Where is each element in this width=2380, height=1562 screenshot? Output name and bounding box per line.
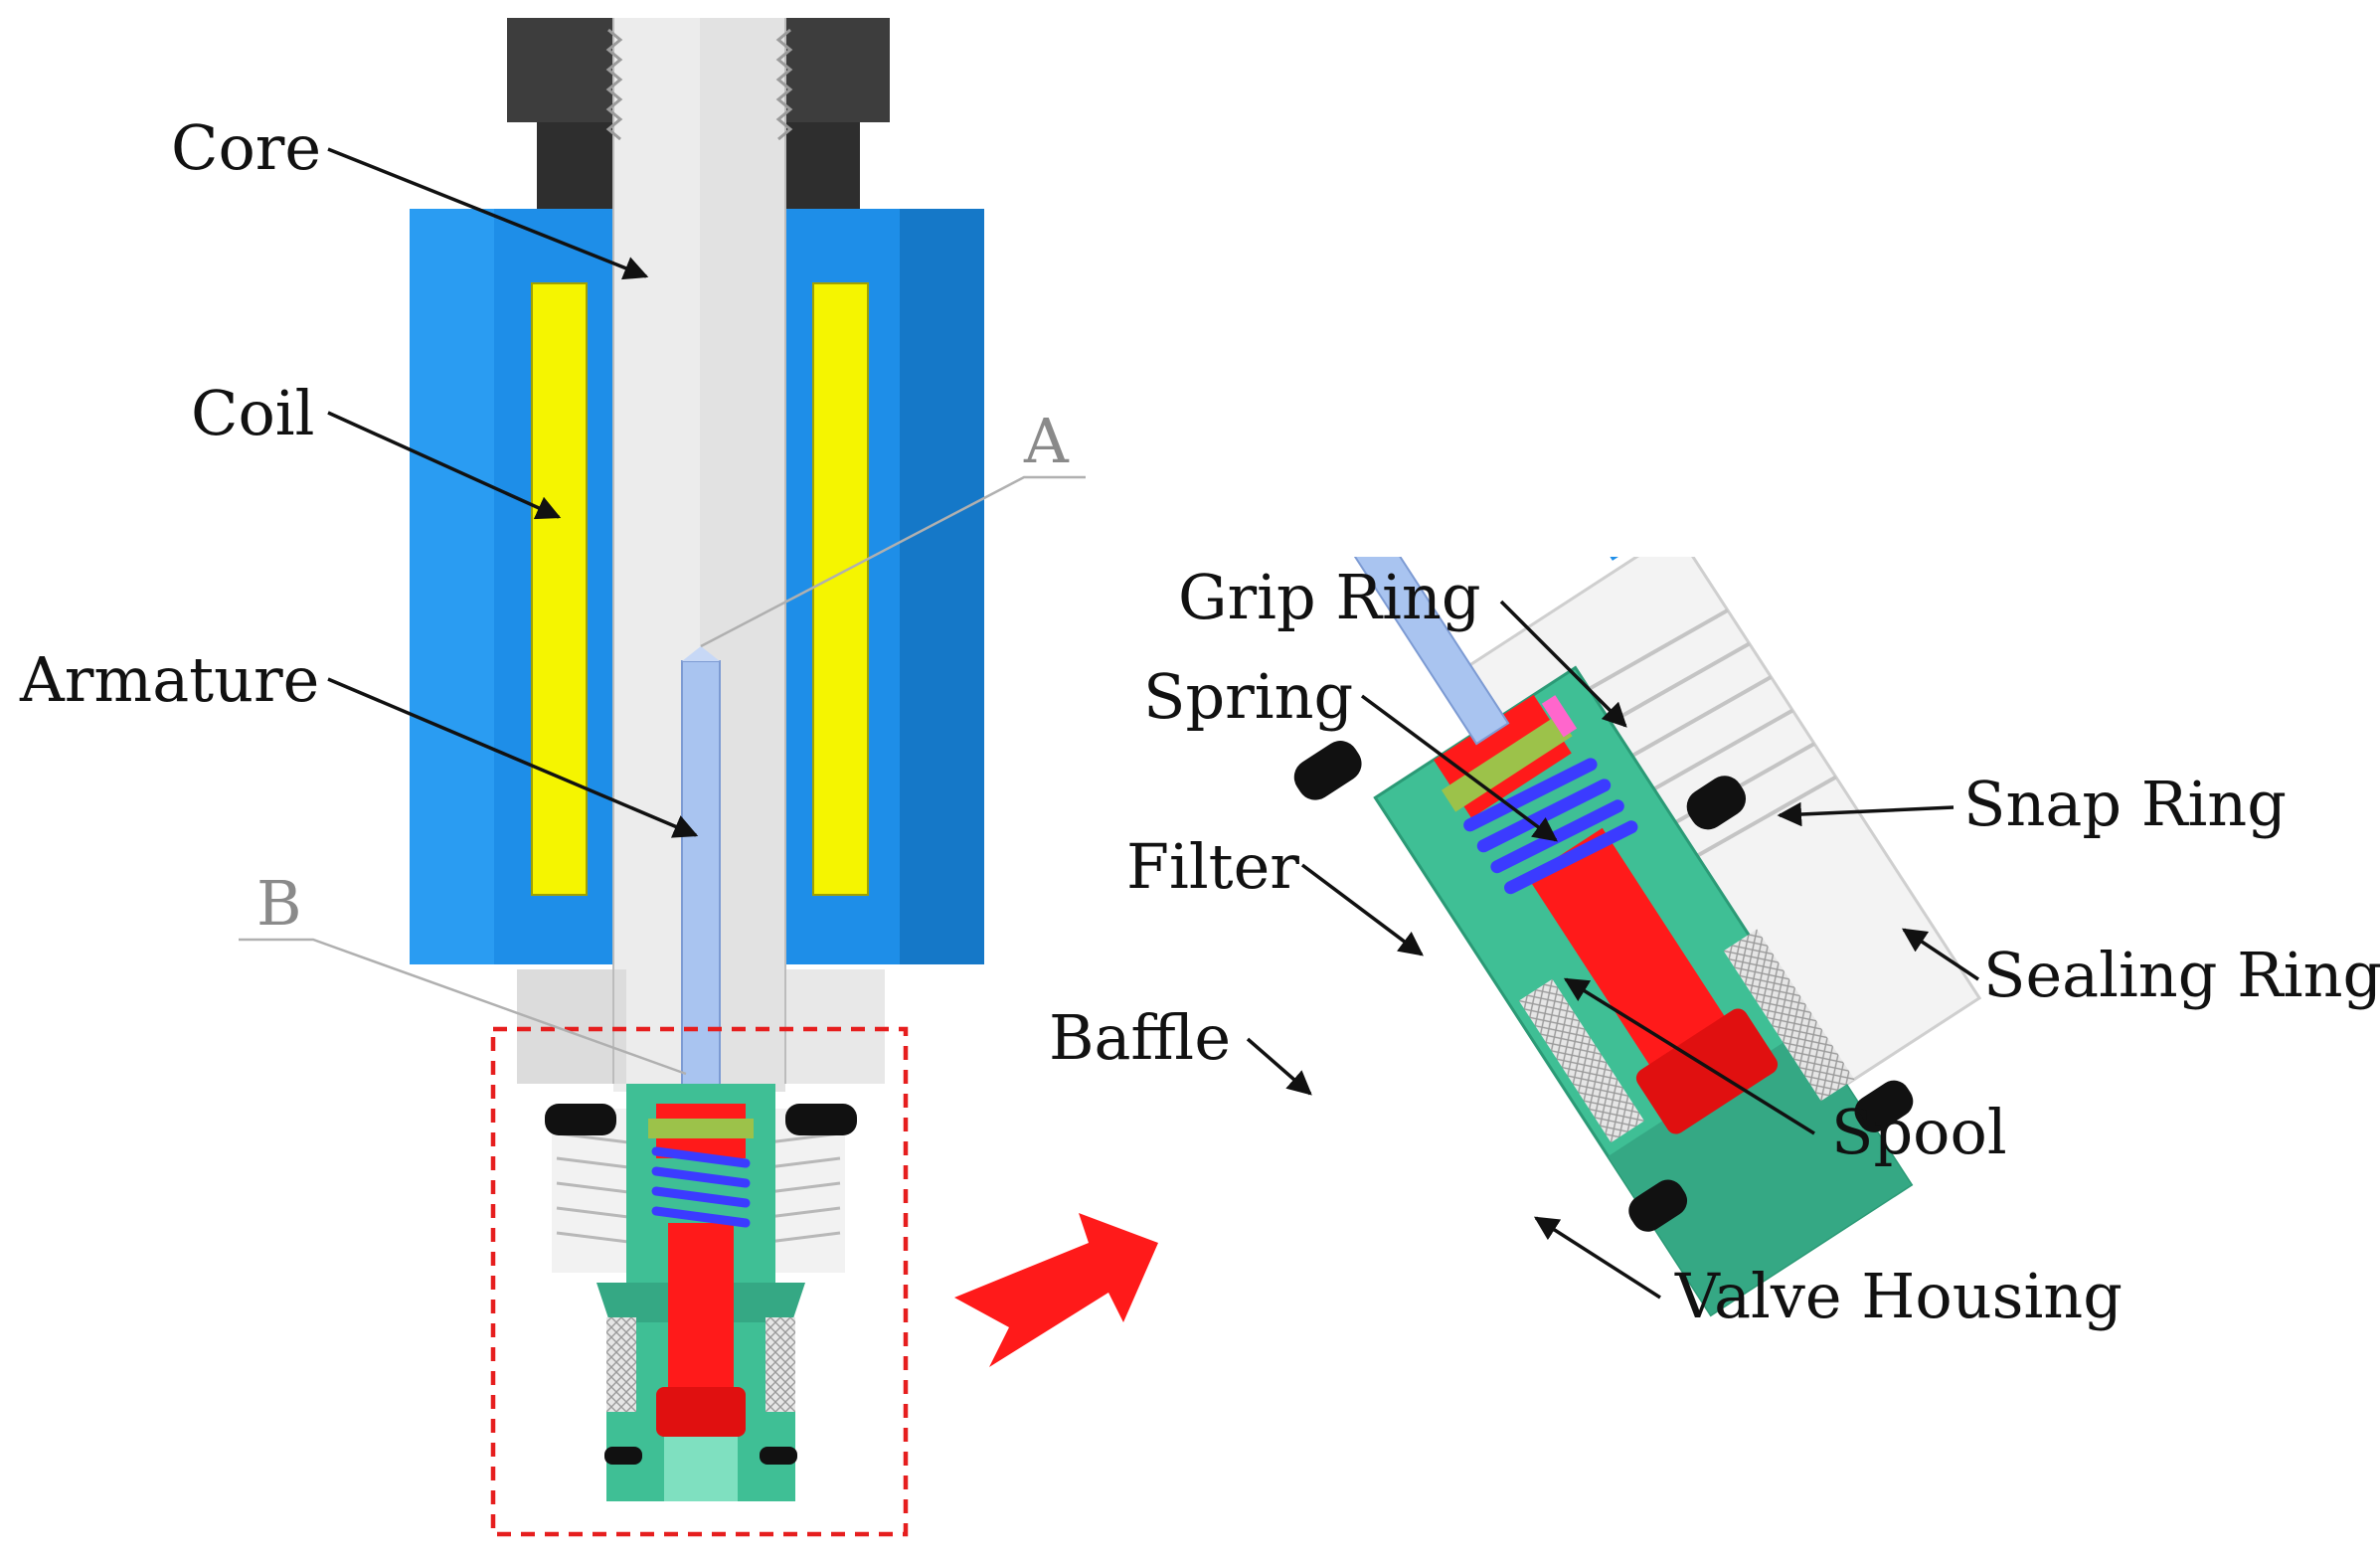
labels: Core Coil Armature A B Grip Ring Spring …	[19, 111, 2380, 1332]
label-snap-ring: Snap Ring	[1963, 768, 2287, 840]
label-sealing-ring: Sealing Ring	[1983, 939, 2380, 1011]
leader-lines	[239, 147, 1979, 1300]
spool	[656, 1104, 746, 1437]
label-valve-housing: Valve Housing	[1674, 1260, 2123, 1332]
armature	[681, 660, 721, 1100]
zoom-arrow	[954, 1213, 1158, 1367]
label-core: Core	[171, 111, 321, 184]
zoom-callout-box	[490, 1026, 909, 1537]
label-point-a: A	[1023, 405, 1070, 477]
label-filter: Filter	[1126, 830, 1299, 903]
zoom-detail	[1293, 557, 1982, 1317]
grip-ring	[648, 1119, 754, 1138]
spring	[651, 1146, 751, 1228]
valve-cross-section	[410, 18, 984, 1537]
label-coil: Coil	[191, 377, 314, 449]
armature-tip	[682, 646, 720, 661]
label-spool: Spool	[1831, 1096, 2007, 1168]
label-baffle: Baffle	[1049, 1001, 1231, 1074]
label-grip-ring: Grip Ring	[1178, 561, 1481, 633]
label-point-b: B	[256, 867, 302, 940]
label-armature: Armature	[19, 643, 319, 716]
coil-winding	[531, 282, 869, 896]
label-spring: Spring	[1143, 660, 1353, 733]
